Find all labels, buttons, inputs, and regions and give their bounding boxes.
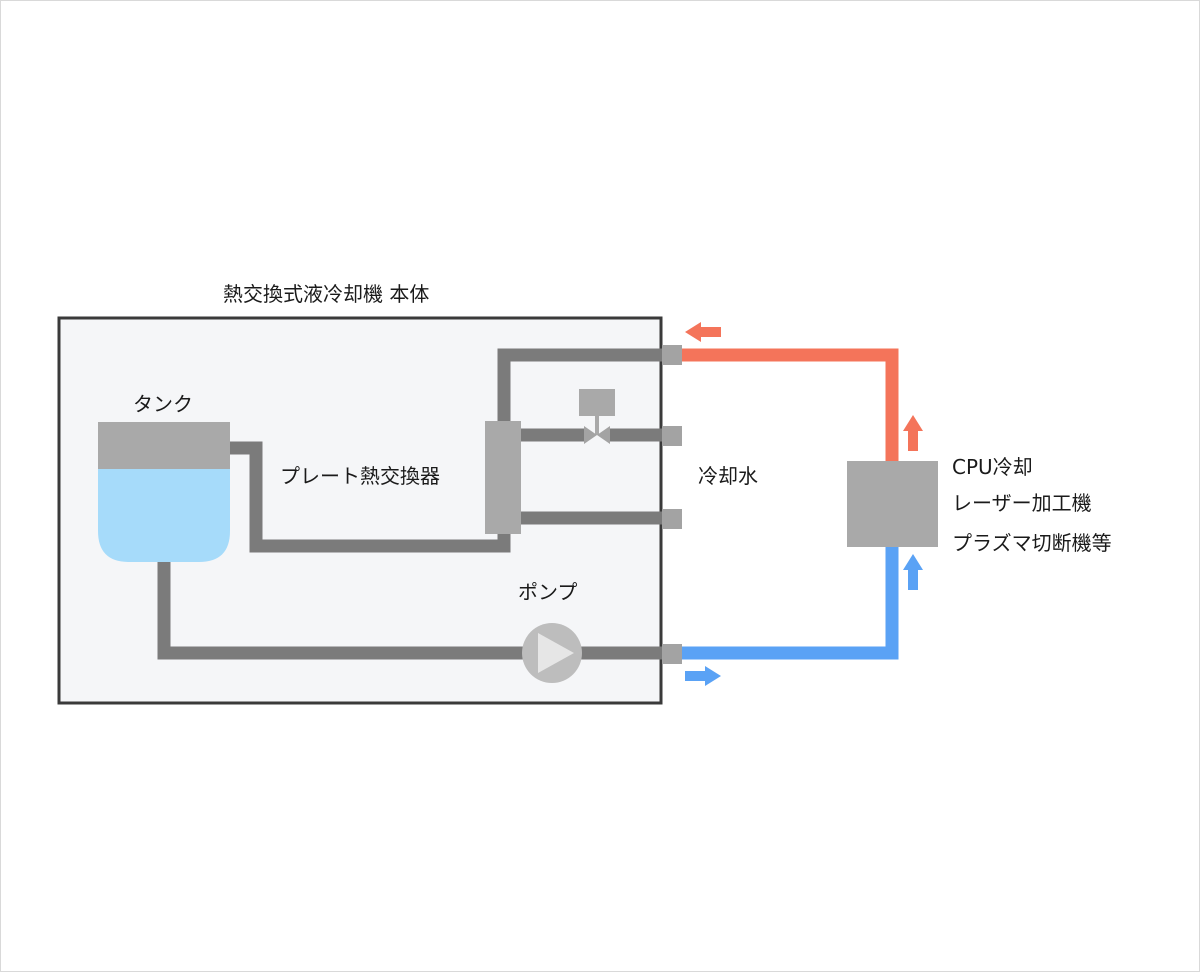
main-unit-title: 熱交換式液冷却機 本体 <box>223 282 429 306</box>
port-hot-outlet <box>662 345 682 365</box>
pump <box>522 623 582 683</box>
cooling-water-label: 冷却水 <box>698 464 758 488</box>
valve-actuator <box>579 389 615 416</box>
valve-stem <box>595 416 599 435</box>
hot-flow-line <box>682 348 899 462</box>
valve-body-icon <box>584 426 610 444</box>
pipe-exchanger-to-hot-outlet <box>497 348 665 421</box>
internal-pipes <box>157 348 665 660</box>
tank-lid <box>98 422 230 469</box>
tank-label: タンク <box>133 392 193 416</box>
valve <box>579 389 615 444</box>
cold-flow-line <box>682 546 899 660</box>
plate-heat-exchanger <box>485 421 521 534</box>
hot-up-arrow-icon <box>903 415 923 451</box>
port-cold-inlet <box>662 644 682 664</box>
port-cooling-water-in <box>662 426 682 446</box>
cold-up-arrow-icon <box>903 554 923 590</box>
ports <box>662 345 682 664</box>
load-device <box>847 461 938 547</box>
pump-label: ポンプ <box>518 580 577 604</box>
tank-water <box>98 469 230 562</box>
pump-arrow-icon <box>538 633 574 673</box>
pipe-tank-to-exchanger <box>230 441 511 553</box>
hot-return-arrow-icon <box>685 322 721 342</box>
cold-forward-arrow-icon <box>685 666 721 686</box>
pipe-tank-to-pump <box>157 561 525 660</box>
load-label-plasma: プラズマ切断機等 <box>952 531 1112 555</box>
port-cooling-water-out <box>662 509 682 529</box>
load-label-laser: レーザー加工機 <box>952 491 1092 515</box>
plate-heat-exchanger-label: プレート熱交換器 <box>280 464 440 488</box>
load-label-cpu: CPU冷却 <box>952 455 1033 479</box>
tank <box>98 422 230 562</box>
